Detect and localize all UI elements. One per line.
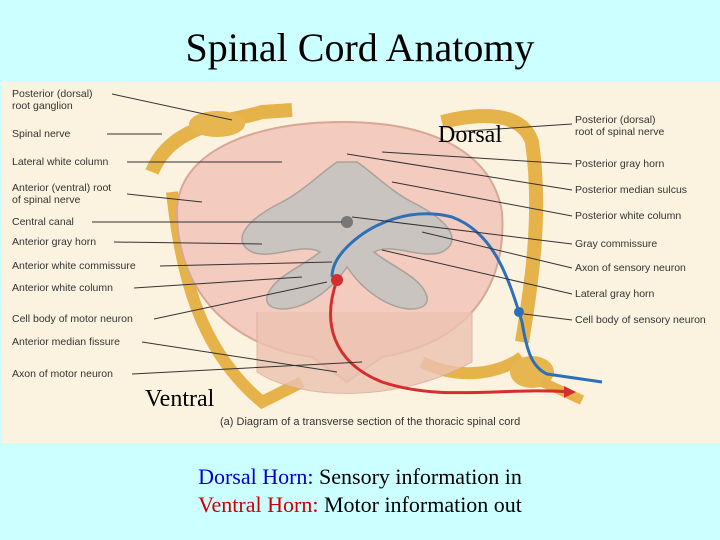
label-lateral-white-column: Lateral white column [12,156,109,168]
label-motor-axon: Axon of motor neuron [12,368,113,380]
central-canal [341,216,353,228]
label-posterior-root-ganglion: Posterior (dorsal)root ganglion [12,88,93,112]
sensory-info-text: Sensory information in [313,464,522,489]
right-dorsal-root [440,109,544,344]
ventral-label: Ventral [145,386,215,412]
label-anterior-gray-horn: Anterior gray horn [12,236,97,248]
spinal-cord-diagram: Posterior (dorsal)root ganglion Spinal n… [2,82,720,444]
label-anterior-white-commissure: Anterior white commissure [12,260,136,272]
label-lateral-gray-horn: Lateral gray horn [575,288,655,300]
sensory-axon [330,212,524,323]
dorsal-label: Dorsal [438,122,502,148]
sensory-cell-body [514,307,524,317]
label-posterior-root: Posterior (dorsal)root of spinal nerve [575,114,665,138]
label-posterior-white-column: Posterior white column [575,210,682,222]
label-motor-neuron-cell-body: Cell body of motor neuron [12,313,133,325]
legend-line-sensory: Dorsal Horn: Sensory information in [0,462,720,492]
slide-title: Spinal Cord Anatomy [185,25,535,70]
label-posterior-gray-horn: Posterior gray horn [575,158,665,170]
ventral-horn-term: Ventral Horn: [198,492,319,517]
label-sensory-axon: Axon of sensory neuron [575,262,686,274]
label-sensory-cell-body: Cell body of sensory neuron [575,314,706,326]
motor-info-text: Motor information out [318,492,522,517]
motor-axon [329,279,573,395]
label-anterior-median-fissure: Anterior median fissure [12,336,120,348]
label-posterior-median-sulcus: Posterior median sulcus [575,184,688,196]
legend-line-motor: Ventral Horn: Motor information out [0,490,720,520]
label-central-canal: Central canal [12,216,74,228]
figure-caption: (a) Diagram of a transverse section of t… [220,416,521,428]
left-root-ganglion [189,111,245,137]
spinal-cord-illustration [92,93,603,410]
gray-matter [241,161,453,310]
label-spinal-nerve: Spinal nerve [12,128,71,140]
label-gray-commissure: Gray commissure [575,238,658,250]
label-anterior-white-column: Anterior white column [12,282,113,294]
dorsal-horn-term: Dorsal Horn: [198,464,314,489]
